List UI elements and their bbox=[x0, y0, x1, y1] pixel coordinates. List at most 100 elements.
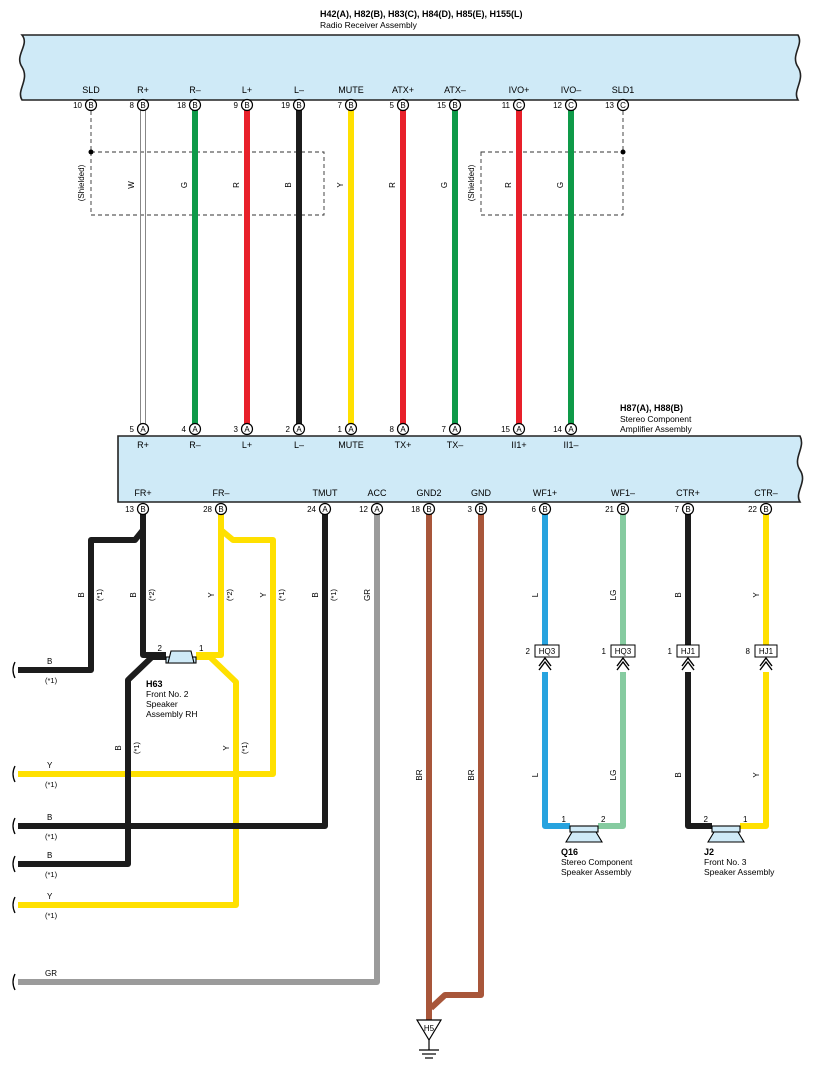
wire-break-icon bbox=[12, 765, 16, 783]
wire-note: (*1) bbox=[329, 588, 338, 601]
h63-line3: Assembly RH bbox=[146, 709, 197, 719]
speaker-cone-icon bbox=[707, 831, 745, 843]
radio-pin-number: 11 bbox=[502, 101, 511, 110]
svg-text:B: B bbox=[400, 101, 405, 110]
radio-pin-number: 15 bbox=[437, 101, 446, 110]
svg-text:B: B bbox=[218, 505, 223, 514]
wire-note: (*1) bbox=[45, 870, 58, 879]
wire-color-label: G bbox=[440, 182, 449, 188]
svg-text:B: B bbox=[140, 505, 145, 514]
svg-text:B: B bbox=[452, 101, 457, 110]
wire-color-label: G bbox=[180, 182, 189, 188]
connector-hj1-pin8: HJ1 8 bbox=[746, 644, 778, 671]
wire-color-label: BR bbox=[467, 769, 476, 780]
radio-pin-number: 12 bbox=[553, 101, 562, 110]
h63-line1: Front No. 2 bbox=[146, 689, 189, 699]
wire-acc bbox=[18, 512, 380, 985]
shield-box-right bbox=[480, 151, 624, 216]
pin-circle: B bbox=[240, 98, 254, 112]
wire-color-label: Y bbox=[752, 772, 761, 778]
shield-junction-dot bbox=[620, 149, 626, 155]
ground-triangle-icon bbox=[415, 1019, 443, 1042]
svg-text:2: 2 bbox=[704, 815, 709, 824]
amp-pin-number: 4 bbox=[182, 425, 187, 434]
svg-text:8: 8 bbox=[746, 647, 751, 656]
wire-color-label: Y bbox=[207, 592, 216, 598]
radio-term-label: ATX+ bbox=[392, 85, 414, 95]
radio-term-label: SLD bbox=[82, 85, 100, 95]
wire-note: (*1) bbox=[132, 741, 141, 754]
wire-color-label: R bbox=[388, 182, 397, 188]
wire-h63-black-out bbox=[18, 654, 166, 867]
svg-text:A: A bbox=[192, 425, 198, 434]
radio-term-label: MUTE bbox=[338, 85, 364, 95]
wire-note: (*2) bbox=[225, 588, 234, 601]
svg-text:2: 2 bbox=[158, 644, 163, 653]
pin-circle: A bbox=[396, 422, 410, 436]
svg-text:C: C bbox=[568, 101, 574, 110]
amp-term-label: FR– bbox=[212, 488, 229, 498]
pin-circle: C bbox=[564, 98, 578, 112]
pin-circle: A bbox=[512, 422, 526, 436]
upper-wires bbox=[140, 110, 574, 424]
speaker-cone-icon bbox=[565, 831, 603, 843]
amp-pin-number: 7 bbox=[442, 425, 447, 434]
pin-circle: B bbox=[188, 98, 202, 112]
amp-term-label: GND2 bbox=[416, 488, 441, 498]
svg-text:B: B bbox=[763, 505, 768, 514]
j2-line2: Speaker Assembly bbox=[704, 867, 775, 877]
amp-pin-number: 1 bbox=[338, 425, 343, 434]
left-wire-labels: B (*1) Y (*1) B (*1) B (*1) Y (*1) GR bbox=[45, 657, 58, 978]
wire-break-icon bbox=[12, 855, 16, 873]
wire-break-icon bbox=[12, 817, 16, 835]
q16-id: Q16 bbox=[561, 847, 578, 857]
wire-fr-minus-left bbox=[18, 527, 276, 777]
ground-h5: H5 bbox=[415, 1019, 443, 1059]
amp-term-label: L– bbox=[294, 440, 304, 450]
svg-text:B: B bbox=[244, 101, 249, 110]
wire-gnd bbox=[428, 512, 484, 1011]
wire-color-label: Y bbox=[752, 592, 761, 598]
amp-pin-number: 2 bbox=[286, 425, 291, 434]
svg-text:HJ1: HJ1 bbox=[759, 647, 774, 656]
amp-term-label: WF1+ bbox=[533, 488, 557, 498]
pin-circle: C bbox=[512, 98, 526, 112]
pin-circle: B bbox=[292, 98, 306, 112]
svg-text:A: A bbox=[322, 505, 328, 514]
radio-subtitle: Radio Receiver Assembly bbox=[320, 20, 418, 30]
amp-pin-number: 14 bbox=[553, 425, 562, 434]
wire-color-label: B bbox=[47, 851, 52, 860]
wire-color-label: Y bbox=[222, 745, 231, 751]
pin-circle: B bbox=[136, 98, 150, 112]
svg-text:B: B bbox=[478, 505, 483, 514]
wire-note: (*1) bbox=[45, 911, 58, 920]
wire-note: (*1) bbox=[95, 588, 104, 601]
amp-term-label: WF1– bbox=[611, 488, 635, 498]
wire-color-label: Y bbox=[47, 892, 53, 901]
h63-line2: Speaker bbox=[146, 699, 178, 709]
wire-note: (*1) bbox=[277, 588, 286, 601]
amp-term-label: MUTE bbox=[338, 440, 364, 450]
wire-color-label: L bbox=[531, 772, 540, 777]
wire-color-label: B bbox=[311, 592, 320, 597]
amp-pin-number: 15 bbox=[501, 425, 510, 434]
connector-hq3-pin2: HQ3 2 bbox=[526, 644, 560, 671]
amp-term-label: CTR+ bbox=[676, 488, 700, 498]
amp-term-label: TX– bbox=[447, 440, 464, 450]
pin-circle: B bbox=[396, 98, 410, 112]
wire-fr-minus-h63 bbox=[196, 512, 224, 658]
amp-term-label: ACC bbox=[367, 488, 387, 498]
wire-color-label: Y bbox=[336, 182, 345, 188]
wire-color-label: LG bbox=[609, 590, 618, 601]
wire-note: (*1) bbox=[45, 832, 58, 841]
pin-circle: A bbox=[448, 422, 462, 436]
amplifier: H87(A), H88(B) Stereo Component Amplifie… bbox=[117, 403, 804, 503]
radio-title: H42(A), H82(B), H83(C), H84(D), H85(E), … bbox=[320, 9, 523, 19]
svg-text:A: A bbox=[400, 425, 406, 434]
svg-text:C: C bbox=[620, 101, 626, 110]
svg-text:A: A bbox=[348, 425, 354, 434]
wire-wf1-plus-lower bbox=[542, 672, 570, 829]
pin-circle: B bbox=[344, 98, 358, 112]
amp-subtitle: Amplifier Assembly bbox=[620, 424, 693, 434]
wire-color-label: L bbox=[531, 592, 540, 597]
